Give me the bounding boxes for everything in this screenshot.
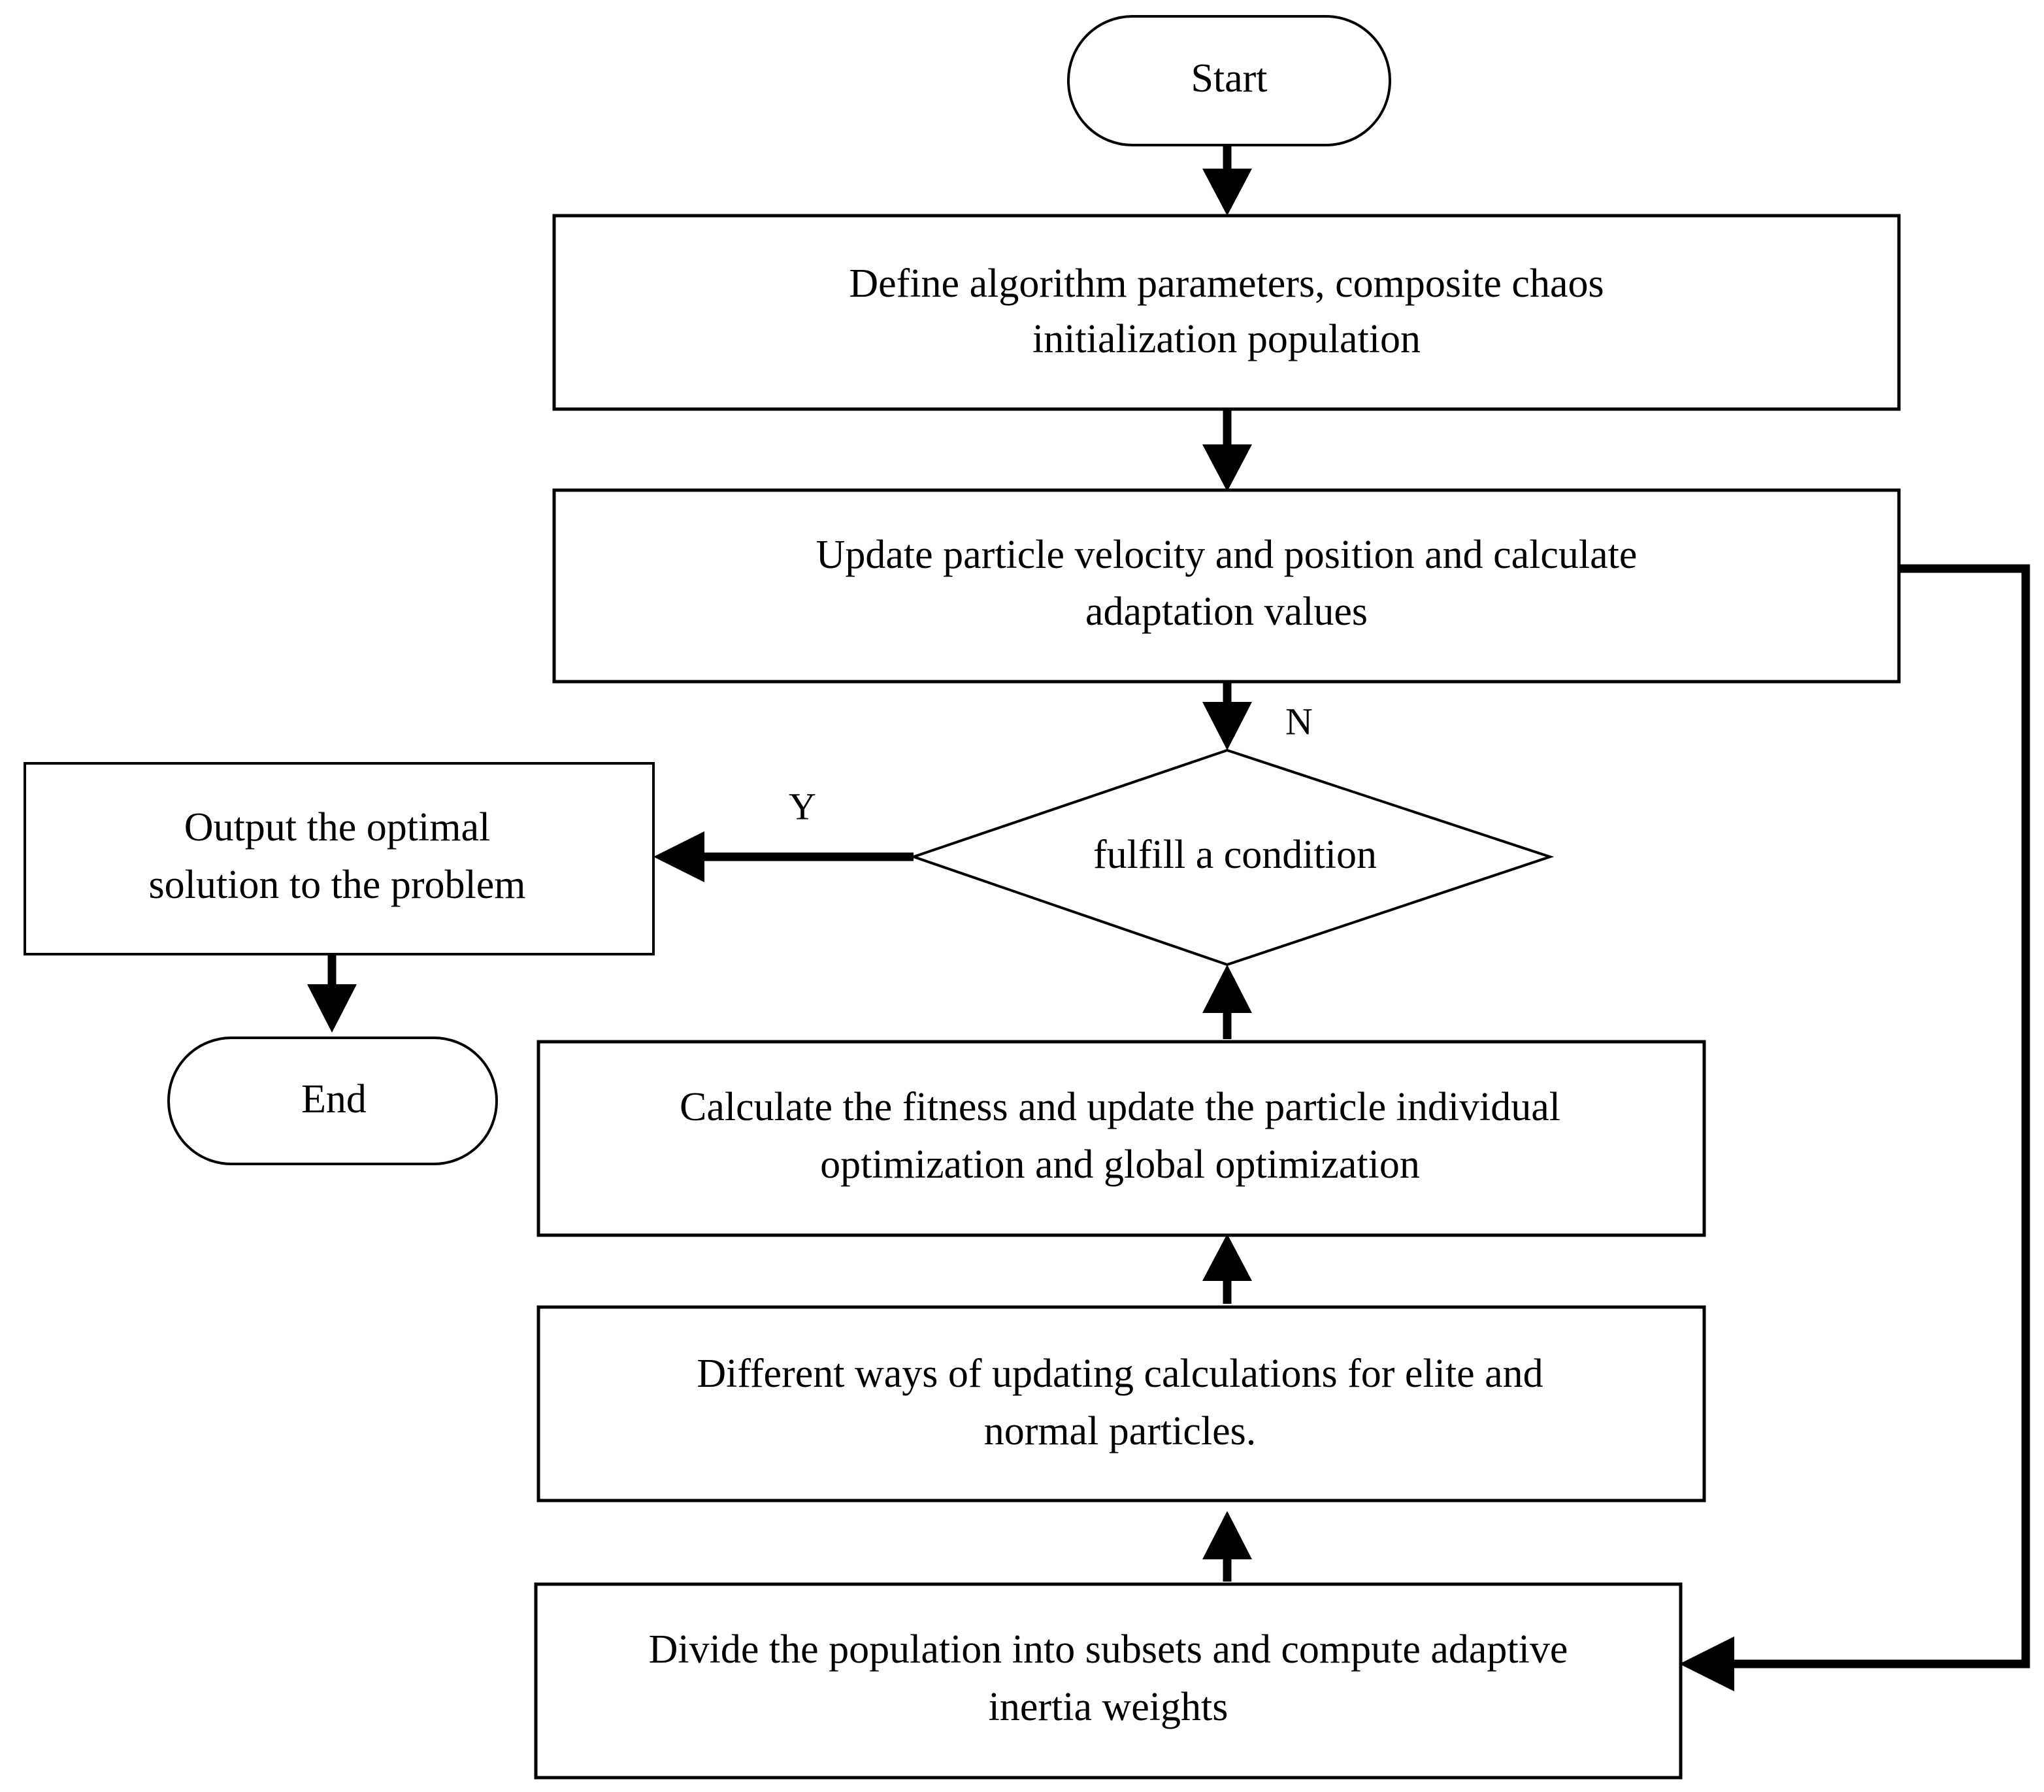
node-output-line2: solution to the problem (149, 863, 526, 907)
edge-decision-to-output (653, 831, 914, 882)
node-decision-label: fulfill a condition (1093, 833, 1377, 877)
node-calculate-fitness[interactable]: Calculate the fitness and update the par… (536, 1040, 1706, 1237)
node-output-solution[interactable]: Output the optimal solution to the probl… (24, 762, 655, 955)
edge-output-to-end (307, 954, 357, 1033)
edge-start-to-define (1202, 145, 1252, 216)
edge-update-to-divide-feedback (1679, 564, 2030, 1691)
node-start-label: Start (1191, 56, 1267, 101)
node-start[interactable]: Start (1067, 15, 1391, 146)
node-ways-line1: Different ways of updating calculations … (697, 1352, 1543, 1396)
node-divide-population[interactable]: Divide the population into subsets and c… (534, 1582, 1683, 1780)
node-divide-line2: inertia weights (989, 1685, 1228, 1729)
node-update-line2: adaptation values (1085, 589, 1368, 634)
edge-ways-to-fitness (1202, 1234, 1252, 1304)
node-fitness-line2: optimization and global optimization (820, 1142, 1420, 1187)
edge-label-yes: Y (789, 785, 816, 827)
node-decision-fulfill-condition[interactable]: fulfill a condition (909, 748, 1555, 967)
node-define-line1: Define algorithm parameters, composite c… (849, 261, 1604, 306)
node-define-line2: initialization population (1032, 317, 1421, 361)
edge-update-to-decision (1202, 682, 1252, 750)
node-different-ways[interactable]: Different ways of updating calculations … (536, 1305, 1706, 1502)
node-ways-line2: normal particles. (984, 1409, 1257, 1453)
node-output-line1: Output the optimal (184, 805, 490, 850)
node-divide-line1: Divide the population into subsets and c… (649, 1627, 1568, 1672)
edge-divide-to-ways (1202, 1511, 1252, 1582)
node-define-parameters[interactable]: Define algorithm parameters, composite c… (552, 214, 1901, 411)
edge-label-no: N (1285, 700, 1313, 742)
node-fitness-line1: Calculate the fitness and update the par… (680, 1085, 1560, 1129)
node-update-line1: Update particle velocity and position an… (816, 533, 1638, 577)
edge-fitness-to-decision (1202, 965, 1252, 1039)
node-update-particle[interactable]: Update particle velocity and position an… (552, 488, 1901, 684)
edge-define-to-update (1202, 409, 1252, 491)
node-end[interactable]: End (167, 1037, 498, 1165)
node-end-label: End (301, 1077, 367, 1121)
